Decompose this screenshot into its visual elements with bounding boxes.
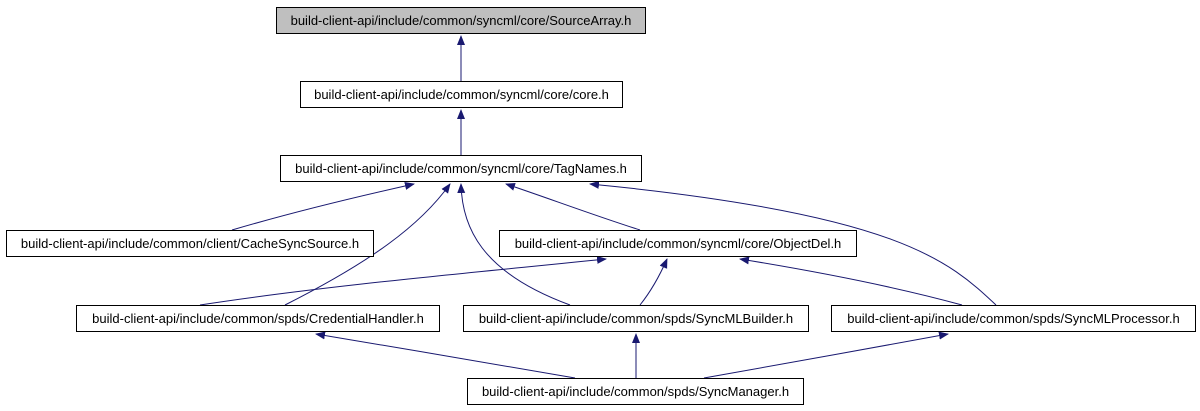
edge-credential-handler-to-object-del [199,255,607,306]
node-syncml-builder-h[interactable]: build-client-api/include/common/spds/Syn… [463,305,809,332]
edge-sync-manager-to-credential-handler [315,331,576,379]
edge-syncml-processor-to-tag-names [589,180,997,306]
node-source-array-h: build-client-api/include/common/syncml/c… [276,7,646,34]
node-credential-handler-h[interactable]: build-client-api/include/common/spds/Cre… [76,305,440,332]
node-core-h[interactable]: build-client-api/include/common/syncml/c… [300,81,623,108]
node-cache-sync-source-h[interactable]: build-client-api/include/common/client/C… [6,230,374,257]
edge-syncml-processor-to-object-del [739,256,963,306]
edge-sync-manager-to-syncml-processor [703,331,949,379]
edge-cache-sync-source-to-tag-names [231,182,415,231]
edge-syncml-builder-to-object-del [639,258,668,306]
node-sync-manager-h[interactable]: build-client-api/include/common/spds/Syn… [467,378,804,405]
edge-syncml-builder-to-tag-names [457,183,571,306]
node-tag-names-h[interactable]: build-client-api/include/common/syncml/c… [280,155,642,182]
edge-object-del-to-tag-names [505,183,641,231]
node-object-del-h[interactable]: build-client-api/include/common/syncml/c… [499,230,857,257]
node-syncml-processor-h[interactable]: build-client-api/include/common/spds/Syn… [831,305,1196,332]
